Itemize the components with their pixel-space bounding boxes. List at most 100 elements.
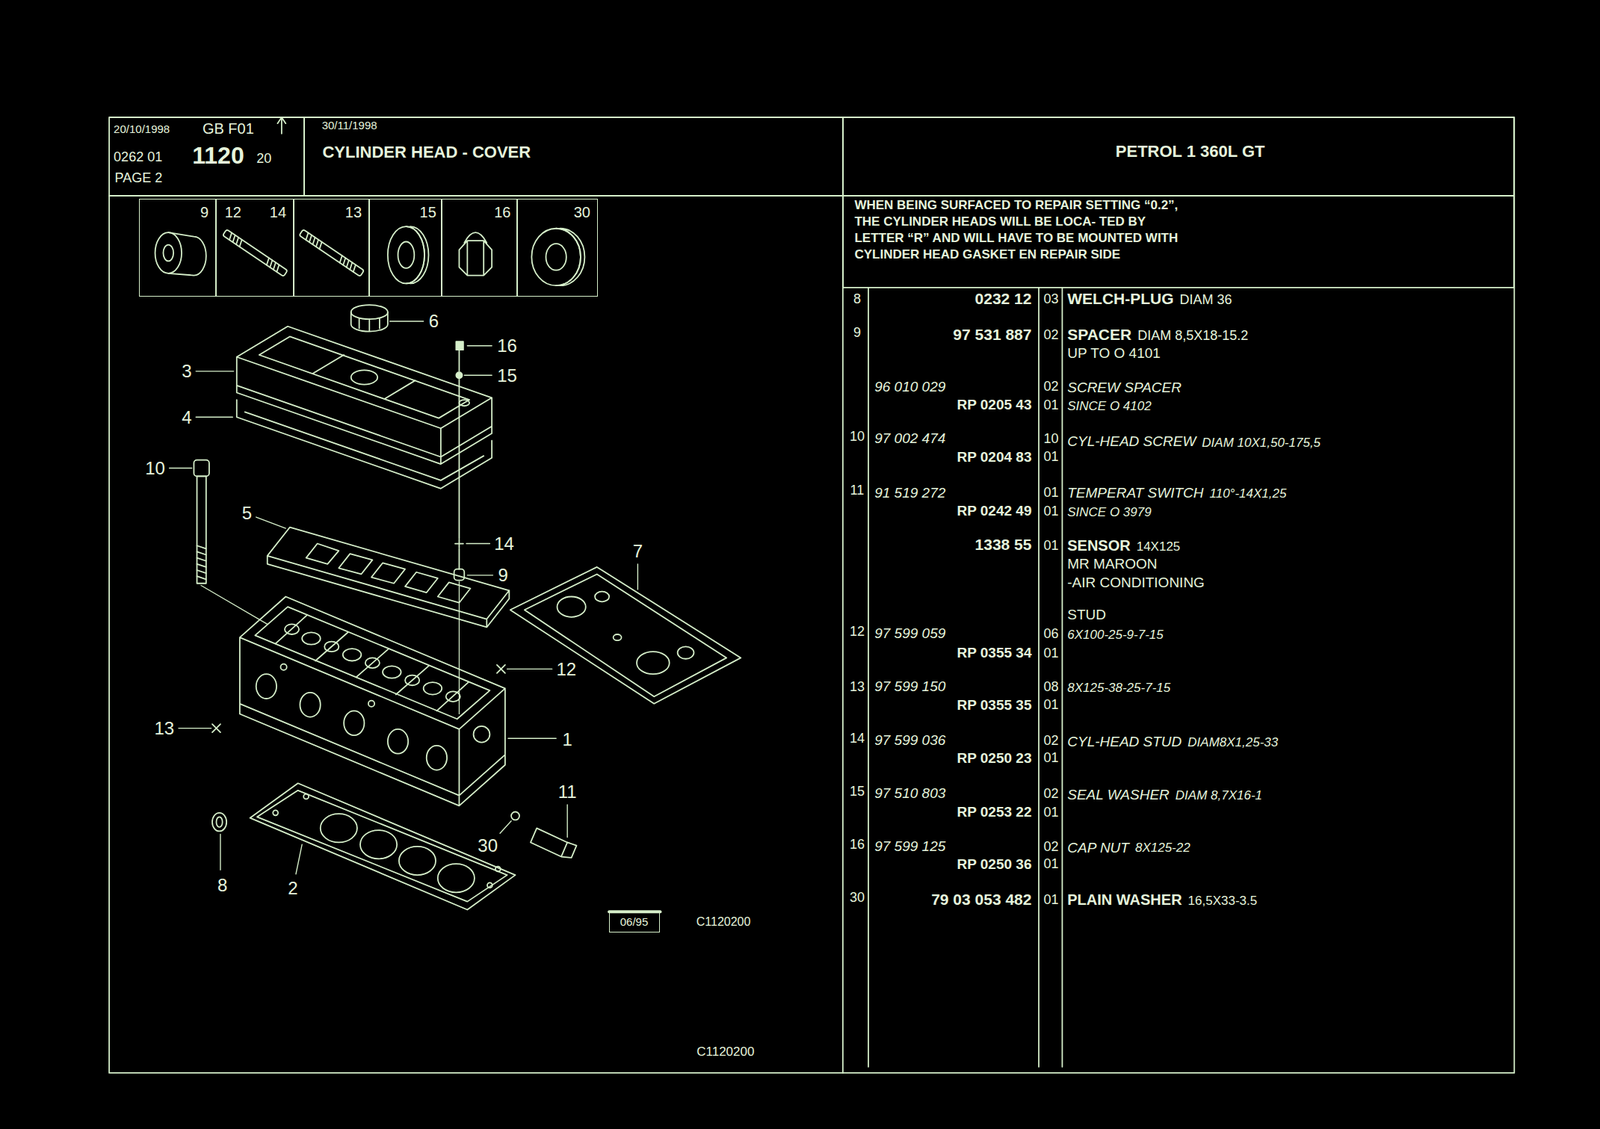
part-icons bbox=[155, 232, 183, 274]
table-cell: 08 bbox=[1043, 679, 1059, 696]
leader-line bbox=[169, 321, 639, 875]
note-text: WHEN BEING SURFACED TO REPAIR SETTING “0… bbox=[854, 197, 1195, 264]
header-text: 0262 01 bbox=[113, 149, 163, 166]
page-frame bbox=[109, 117, 1515, 1074]
cylinder-head bbox=[212, 596, 506, 806]
inlet-gasket bbox=[510, 567, 742, 704]
table-cell: 02 bbox=[1043, 733, 1059, 749]
rocker-cover bbox=[236, 326, 492, 465]
table-cell: RP 0204 83 bbox=[956, 449, 1032, 466]
header-text: 20 bbox=[256, 150, 272, 167]
rocker-cover bbox=[259, 336, 470, 418]
table-cell: PLAIN WASHER bbox=[1067, 891, 1182, 909]
table-cell: 01 bbox=[1043, 503, 1059, 520]
table-cell: SENSOR bbox=[1067, 537, 1130, 555]
part-icons bbox=[398, 241, 415, 268]
cylinder-head bbox=[301, 632, 321, 645]
table-cell: 8 bbox=[853, 291, 861, 308]
cylinder-head bbox=[405, 675, 420, 687]
note-box: WHEN BEING SURFACED TO REPAIR SETTING “0… bbox=[842, 195, 1515, 288]
cylinder-head bbox=[473, 726, 491, 743]
cylinder-head bbox=[212, 665, 506, 733]
table-cell: RP 0250 23 bbox=[956, 750, 1032, 767]
head-bolt bbox=[201, 585, 268, 625]
table-cell: 10 bbox=[849, 428, 865, 445]
callout-number: 12 bbox=[556, 659, 577, 681]
table-cell: DIAM8X1,25-33 bbox=[1187, 735, 1278, 751]
table-cell: 06 bbox=[1043, 626, 1059, 642]
table-cell: STUD bbox=[1067, 606, 1107, 624]
table-cell: CYL-HEAD STUD bbox=[1067, 733, 1182, 751]
table-cell: 97 531 887 bbox=[952, 325, 1032, 344]
head-gasket bbox=[487, 882, 493, 888]
table-cell: 15 bbox=[849, 783, 865, 800]
inlet-gasket bbox=[677, 646, 695, 659]
head-bolt bbox=[197, 476, 207, 583]
head-gasket bbox=[320, 813, 358, 843]
icon-box: 13 bbox=[293, 198, 370, 297]
callout-number: 7 bbox=[632, 541, 643, 562]
cylinder-head bbox=[365, 657, 380, 669]
callout-number: 13 bbox=[153, 718, 175, 740]
head-gasket bbox=[250, 783, 516, 910]
header-text: GB F01 bbox=[202, 120, 255, 138]
table-cell: 01 bbox=[1043, 449, 1059, 465]
head-gasket bbox=[303, 794, 309, 800]
cylinder-head bbox=[256, 674, 277, 699]
table-cell: 91 519 272 bbox=[874, 485, 946, 502]
callout-number: 9 bbox=[497, 564, 508, 586]
header-text: 15 bbox=[419, 204, 437, 222]
table-cell: 01 bbox=[1043, 892, 1059, 908]
table-cell: -AIR CONDITIONING bbox=[1067, 574, 1205, 592]
cylinder-head bbox=[426, 745, 447, 771]
cylinder-head bbox=[382, 665, 402, 678]
up-arrow-symbol bbox=[277, 117, 286, 134]
table-cell: CYL-HEAD SCREW bbox=[1067, 433, 1196, 450]
icon-box: 15 bbox=[369, 198, 442, 297]
part-icons bbox=[556, 228, 585, 286]
page-frame bbox=[109, 117, 1515, 1074]
oil-filler-cap bbox=[351, 304, 388, 332]
date-box: 06/95 bbox=[609, 912, 660, 933]
temperature-switch bbox=[511, 812, 520, 821]
header-text: 14 bbox=[269, 204, 287, 222]
table-cell: 97 599 059 bbox=[874, 625, 946, 642]
table-cell: 02 bbox=[1043, 839, 1059, 855]
table-cell: RP 0355 35 bbox=[956, 697, 1032, 714]
callout-number: 2 bbox=[287, 878, 298, 900]
baffle-plate bbox=[267, 527, 510, 628]
table-cell: 110°-14X1,25 bbox=[1209, 486, 1287, 502]
leader-line bbox=[169, 321, 639, 875]
table-cell: 9 bbox=[853, 325, 861, 341]
oil-filler-cap bbox=[351, 312, 388, 332]
cylinder-head bbox=[387, 729, 409, 755]
table-cell: 6X100-25-9-7-15 bbox=[1067, 627, 1164, 643]
inlet-gasket bbox=[557, 596, 586, 617]
part-icons bbox=[222, 229, 288, 277]
callout-number: 10 bbox=[144, 458, 166, 480]
stud-stack bbox=[455, 341, 464, 350]
header-text: PAGE 2 bbox=[114, 170, 163, 187]
table-cell: RP 0205 43 bbox=[956, 396, 1032, 414]
table-cell: TEMPERAT SWITCH bbox=[1067, 485, 1204, 502]
header-text: 9 bbox=[200, 204, 209, 222]
table-cell: 1338 55 bbox=[975, 535, 1033, 554]
head-gasket bbox=[250, 783, 516, 910]
table-cell: 97 599 036 bbox=[874, 732, 946, 749]
stud-stack bbox=[458, 349, 461, 372]
header-text: 30/11/1998 bbox=[322, 118, 378, 132]
icon-box: 9 bbox=[139, 198, 217, 297]
oil-filler-cap bbox=[351, 304, 388, 320]
page-title: CYLINDER HEAD - COVER bbox=[322, 142, 531, 162]
table-cell: 14X125 bbox=[1136, 539, 1181, 555]
header-text: 12 bbox=[224, 204, 242, 222]
cylinder-head bbox=[280, 664, 287, 671]
rocker-cover bbox=[236, 326, 492, 465]
callout-number: 5 bbox=[242, 502, 252, 524]
table-cell: MR MAROON bbox=[1067, 556, 1157, 573]
callout-number: 1 bbox=[562, 729, 573, 751]
callout-number: 14 bbox=[493, 533, 515, 555]
header-text: 13 bbox=[345, 204, 362, 222]
